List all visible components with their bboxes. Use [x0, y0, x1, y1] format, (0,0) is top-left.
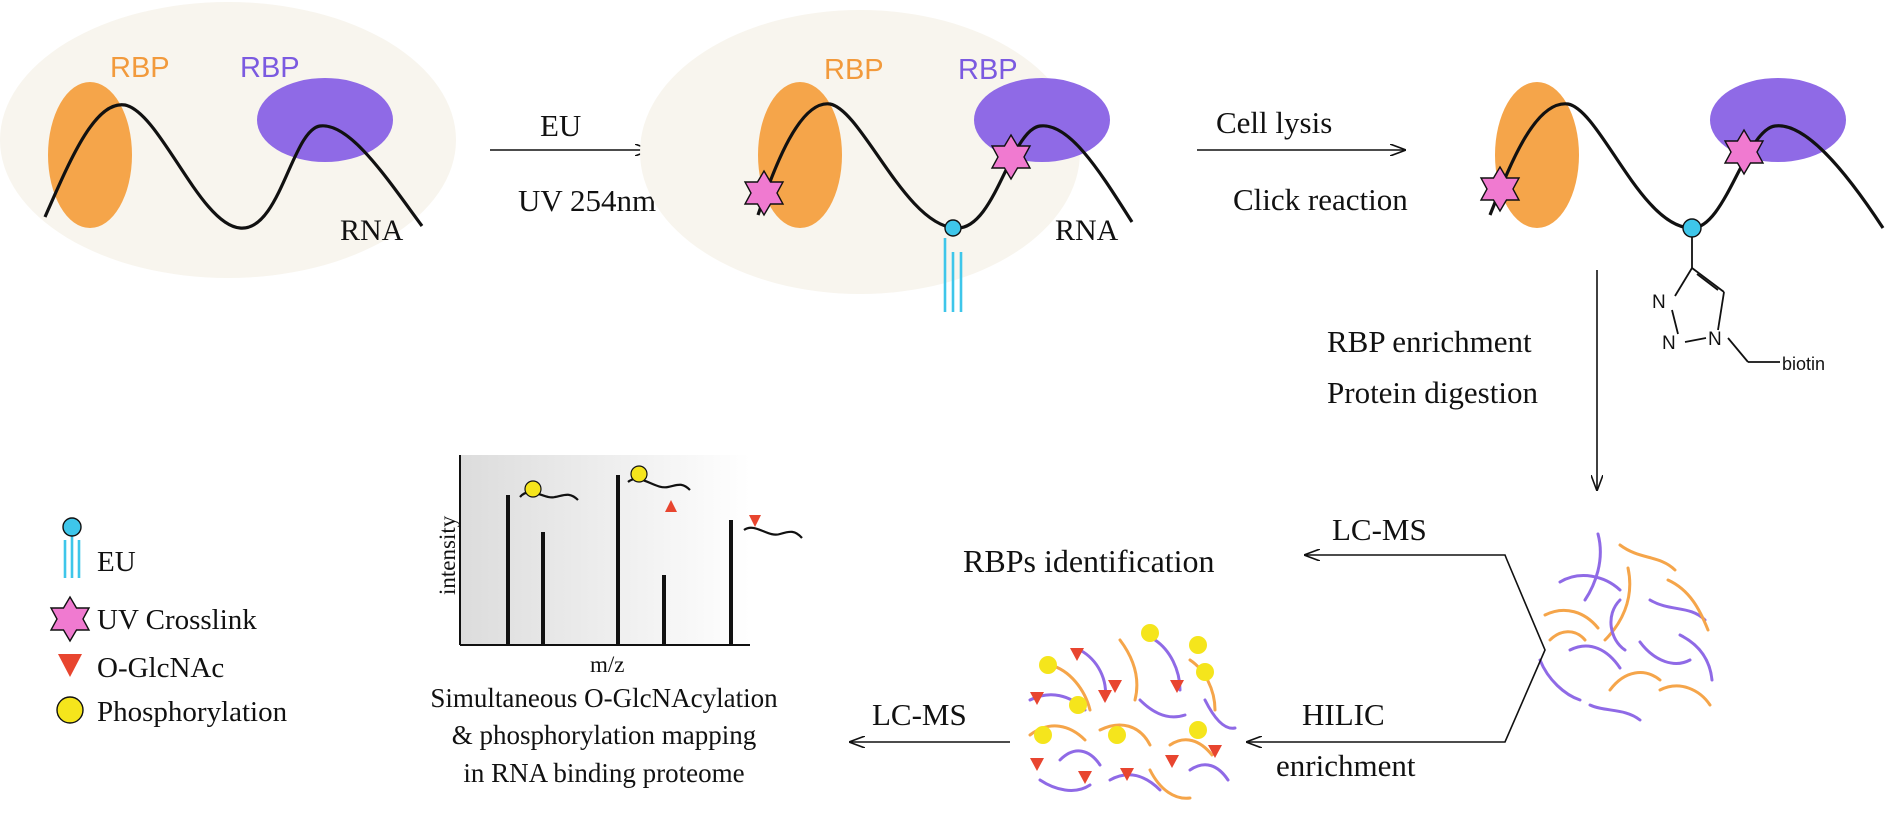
- step3-label-line1: RBP enrichment: [1327, 324, 1532, 359]
- hilic-label-line1: HILIC: [1302, 697, 1385, 732]
- step-arrow-lysis-click: Cell lysis Click reaction: [1197, 105, 1408, 217]
- chem-n-label: N: [1708, 329, 1722, 350]
- rbp-label-purple: RBP: [958, 54, 1018, 86]
- legend-item-eu: EU: [62, 517, 136, 578]
- caption-line-3: in RNA binding proteome: [463, 758, 744, 788]
- panel-cell-crosslinked: RBP RBP RNA: [640, 10, 1134, 312]
- eu-icon: [62, 517, 82, 537]
- caption-line-2: & phosphorylation mapping: [452, 720, 756, 750]
- chem-biotin-label: biotin: [1782, 354, 1825, 374]
- step1-label-top: EU: [540, 108, 581, 143]
- panel-rbp-click: N N N biotin: [1479, 78, 1885, 374]
- rbp-label-orange: RBP: [110, 52, 170, 84]
- phos-circle-icon: [56, 696, 84, 724]
- rbp-purple-blob: [257, 78, 393, 162]
- step-arrow-eu-uv: EU UV 254nm: [490, 108, 656, 218]
- triazole-ring: [1671, 267, 1780, 363]
- uv-crosslink-star: [1723, 128, 1765, 176]
- legend-item-phos: Phosphorylation: [56, 696, 288, 728]
- lcms-label-top: LC-MS: [1332, 512, 1427, 547]
- legend-label-eu: EU: [97, 546, 136, 578]
- step-arrow-enrichment-digestion: RBP enrichment Protein digestion: [1327, 270, 1597, 490]
- rbp-label-purple: RBP: [240, 52, 300, 84]
- spectrum-y-label: intensity: [435, 515, 460, 595]
- legend-item-glc: O-GlcNAc: [58, 652, 224, 684]
- step2-label-top: Cell lysis: [1216, 105, 1332, 140]
- chem-n-label: N: [1662, 333, 1676, 354]
- peptide-mixture: [1538, 532, 1714, 722]
- rbp-label-orange: RBP: [824, 54, 884, 86]
- panel-cell-initial: RBP RBP RNA: [0, 2, 456, 278]
- eu-node: [944, 219, 962, 237]
- spectrum-x-label: m/z: [590, 652, 625, 677]
- branch-bracket: LC-MS HILIC enrichment: [1247, 512, 1546, 783]
- chem-n-label: N: [1652, 292, 1666, 313]
- rna-label: RNA: [340, 214, 404, 247]
- uv-crosslink-star: [1479, 165, 1521, 213]
- caption-line-1: Simultaneous O-GlcNAcylation: [430, 683, 778, 713]
- rbp-orange-blob: [48, 82, 132, 228]
- legend-label-phos: Phosphorylation: [97, 696, 288, 728]
- step2-label-bottom: Click reaction: [1233, 182, 1408, 217]
- uv-crosslink-star: [743, 169, 785, 217]
- rbp-orange-blob: [1495, 82, 1579, 228]
- legend-item-uv: UV Crosslink: [49, 595, 257, 643]
- step-arrow-lcms-bottom: LC-MS: [850, 697, 1010, 742]
- rna-strand: [43, 103, 424, 230]
- mass-spectrum: intensity m/z: [435, 455, 803, 677]
- legend-label-glc: O-GlcNAc: [97, 652, 224, 684]
- rbps-identification-label: RBPs identification: [963, 543, 1215, 579]
- step3-label-line2: Protein digestion: [1327, 375, 1538, 410]
- summary-caption: Simultaneous O-GlcNAcylation & phosphory…: [430, 683, 778, 788]
- rna-label: RNA: [1055, 214, 1119, 247]
- rbp-orange-blob: [758, 82, 842, 228]
- uv-crosslink-star: [990, 133, 1032, 181]
- eu-node: [1682, 218, 1702, 238]
- step1-label-bottom: UV 254nm: [518, 183, 656, 218]
- glc-triangle-icon: [58, 654, 82, 677]
- modified-peptide-mixture: [1028, 624, 1237, 800]
- uv-star-icon: [49, 595, 91, 643]
- lcms-label-bottom: LC-MS: [872, 697, 967, 732]
- hilic-label-line2: enrichment: [1276, 748, 1416, 783]
- legend: EU UV Crosslink O-GlcNAc Phosphorylation: [49, 517, 288, 728]
- legend-label-uv: UV Crosslink: [97, 604, 257, 636]
